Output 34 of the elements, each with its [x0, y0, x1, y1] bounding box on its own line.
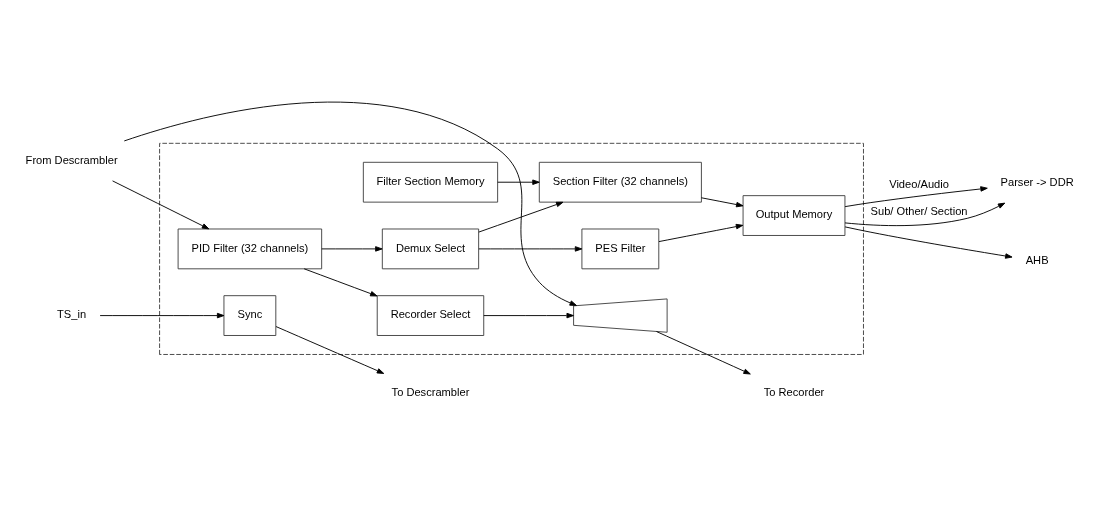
arrow	[321, 246, 383, 252]
node-trapezoid	[573, 298, 668, 333]
cluster	[159, 142, 864, 355]
node-box: Demux Select	[381, 228, 480, 270]
arrow	[303, 268, 378, 297]
arrow	[844, 186, 988, 208]
arrow	[700, 197, 744, 208]
node-box: Section Filter (32 channels)	[538, 161, 702, 203]
node-text: TS_in	[57, 308, 87, 321]
arrow	[123, 101, 577, 306]
arrow	[844, 226, 1013, 259]
arrow	[112, 180, 210, 230]
node-box: Recorder Select	[376, 295, 485, 336]
node-text: AHB	[1025, 253, 1049, 266]
arrow	[478, 246, 583, 252]
node-box: Output Memory	[742, 195, 846, 236]
node-box: Filter Section Memory	[362, 161, 499, 203]
node-text: From Descrambler	[25, 153, 118, 166]
arrow	[656, 331, 751, 375]
node-box: PID Filter (32 channels)	[177, 228, 323, 270]
node-box: PES Filter	[581, 228, 660, 270]
arrow	[658, 223, 744, 243]
edge-label: Video/Audio	[889, 178, 949, 191]
arrow	[99, 312, 225, 319]
node-text: To Descrambler	[391, 386, 470, 399]
arrow	[497, 179, 540, 185]
edge-label: Sub/ Other/ Section	[870, 205, 968, 218]
node-text: Parser -> DDR	[1000, 176, 1074, 189]
node-box: Sync	[223, 295, 277, 336]
arrow	[483, 312, 574, 319]
arrow	[275, 326, 385, 374]
arrow	[844, 202, 1006, 227]
arrow	[478, 201, 564, 233]
node-text: To Recorder	[763, 386, 825, 399]
